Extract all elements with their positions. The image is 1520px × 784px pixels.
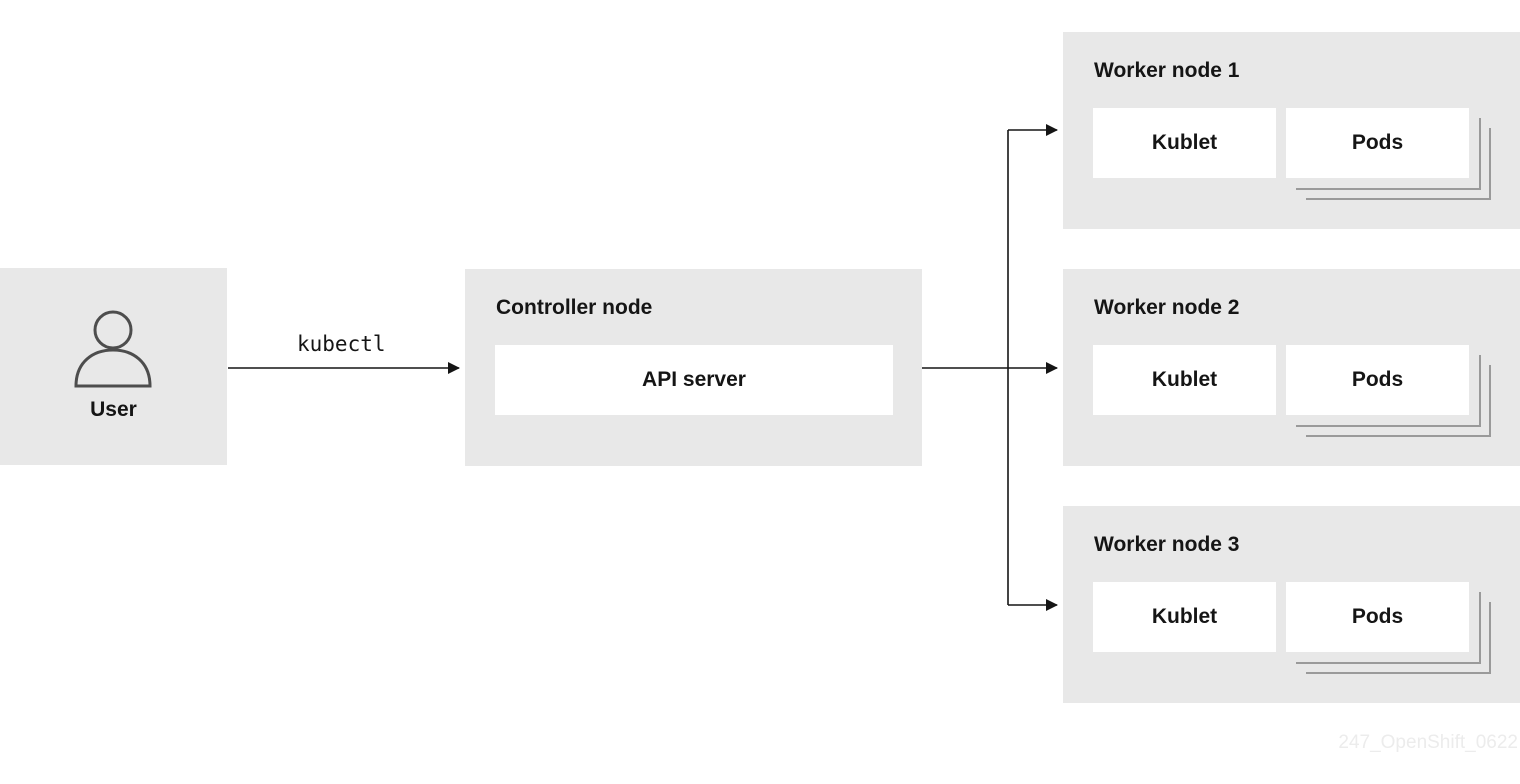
worker-node-3-title: Worker node 3 [1094, 533, 1240, 556]
user-icon [74, 310, 152, 388]
worker-2-pods-card: Pods [1286, 345, 1469, 415]
worker-node-1-title: Worker node 1 [1094, 59, 1240, 82]
user-label: User [90, 398, 137, 421]
worker-2-pods-stack-mid [1296, 355, 1481, 427]
worker-1-pods-stack-mid [1296, 118, 1481, 190]
worker-node-1: Worker node 1 Kublet Pods [1063, 32, 1520, 229]
worker-1-pods-card: Pods [1286, 108, 1469, 178]
worker-node-2: Worker node 2 Kublet Pods [1063, 269, 1520, 466]
worker-2-kublet-card: Kublet [1093, 345, 1276, 415]
user-box: User [0, 268, 227, 465]
worker-3-pods-stack-back [1306, 602, 1491, 674]
kubectl-label: kubectl [297, 332, 386, 356]
worker-1-pods-stack-back [1306, 128, 1491, 200]
worker-node-3: Worker node 3 Kublet Pods [1063, 506, 1520, 703]
worker-node-2-title: Worker node 2 [1094, 296, 1240, 319]
watermark: 247_OpenShift_0622 [1338, 732, 1518, 753]
worker-1-kublet-card: Kublet [1093, 108, 1276, 178]
worker-3-kublet-card: Kublet [1093, 582, 1276, 652]
worker-2-pods-stack-back [1306, 365, 1491, 437]
controller-node: Controller node API server [465, 269, 922, 466]
controller-node-title: Controller node [496, 296, 653, 319]
worker-3-pods-stack-mid [1296, 592, 1481, 664]
api-server-card: API server [495, 345, 893, 415]
worker-3-pods-card: Pods [1286, 582, 1469, 652]
